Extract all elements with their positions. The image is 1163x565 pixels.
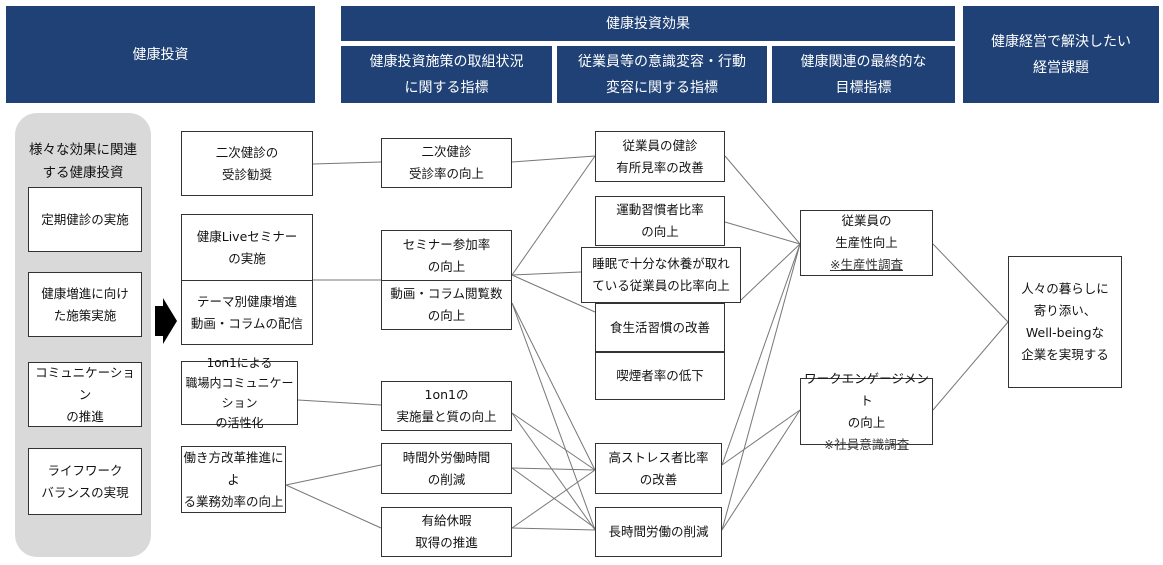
panel-item-communication: コミュニケーション の推進 (28, 362, 142, 427)
header-investment: 健康投資 (6, 6, 315, 103)
connector (285, 484, 382, 529)
header-effect-sub3: 健康関連の最終的な 目標指標 (772, 46, 955, 103)
connector (285, 464, 382, 486)
connector (511, 274, 596, 313)
connector (511, 412, 596, 531)
behavior-sleep-rest: 睡眠で十分な休養が取れ ている従業員の比率向上 (581, 247, 741, 303)
investment-secondary-checkup: 二次健診の 受診勧奨 (181, 131, 313, 196)
connector (721, 409, 801, 531)
connector (511, 469, 596, 529)
behavior-diet: 食生活習慣の改善 (595, 303, 725, 352)
header-effect-sub2: 従業員等の意識変容・行動 変容に関する指標 (557, 46, 767, 103)
outcome-engagement-label: ワークエンゲージメント の向上 (804, 370, 929, 430)
connector (932, 243, 1009, 323)
connector (511, 467, 596, 471)
behavior-smoking-rate: 喫煙者率の低下 (595, 352, 725, 400)
investment-live-seminar: 健康Liveセミナー の実施 (181, 214, 313, 280)
connector (721, 243, 801, 531)
connector (297, 399, 382, 406)
indicator-video-column-views: 動画・コラム閲覧数 の向上 (381, 280, 512, 330)
behavior-high-stress: 高ストレス者比率 の改善 (595, 443, 722, 494)
connector (511, 155, 596, 276)
header-effect: 健康投資効果 (341, 6, 955, 41)
connector (511, 302, 596, 471)
panel-item-work-life-balance: ライフワーク バランスの実現 (28, 448, 142, 515)
connector (724, 221, 801, 245)
connector (511, 155, 596, 163)
connector (724, 155, 801, 245)
investment-work-style: 働き方改革推進によ る業務効率の向上 (181, 446, 286, 513)
connector (511, 271, 582, 276)
connector (511, 302, 596, 531)
indicator-1on1-quality: 1on1の 実施量と質の向上 (381, 381, 512, 431)
header-issue: 健康経営で解決したい 経営課題 (963, 6, 1159, 103)
behavior-checkup-findings: 従業員の健診 有所見率の改善 (595, 131, 725, 182)
connector (721, 243, 801, 466)
panel-item-checkup: 定期健診の実施 (28, 187, 142, 252)
indicator-overtime-reduction: 時間外労働時間 の削減 (381, 443, 512, 494)
indicator-seminar-participation: セミナー参加率 の向上 (381, 230, 512, 281)
outcome-productivity-label: 従業員の 生産性向上 (835, 213, 898, 250)
outcome-engagement: ワークエンゲージメント の向上 ※社員意識調査 (800, 371, 933, 452)
connector (511, 412, 596, 471)
connector (721, 409, 801, 466)
behavior-exercise-habit: 運動習慣者比率 の向上 (595, 196, 725, 246)
arrow-right-icon (155, 298, 177, 344)
connector (312, 161, 382, 165)
productivity-survey-link[interactable]: ※生産性調査 (830, 257, 903, 272)
outcome-productivity: 従業員の 生産性向上 ※生産性調査 (800, 210, 933, 276)
behavior-long-hours: 長時間労働の削減 (595, 507, 722, 557)
header-effect-sub1: 健康投資施策の取組状況 に関する指標 (341, 46, 552, 103)
connector (740, 243, 801, 301)
panel-item-health-promotion: 健康増進に向け た施策実施 (28, 272, 142, 337)
connector (932, 321, 1009, 411)
panel-title: 様々な効果に関連 する健康投資 (29, 142, 137, 181)
connector (511, 467, 596, 529)
connector (511, 527, 596, 531)
employee-survey-link[interactable]: ※社員意識調査 (823, 436, 910, 452)
investment-1on1: 1on1による 職場内コミュニケーション の活性化 (181, 356, 298, 430)
indicator-paid-leave: 有給休暇 取得の推進 (381, 507, 512, 557)
final-goal: 人々の暮らしに 寄り添い、 Well-beingな 企業を実現する (1008, 256, 1122, 388)
investment-video-column: テーマ別健康増進 動画・コラムの配信 (181, 280, 313, 345)
indicator-secondary-checkup-rate: 二次健診 受診率の向上 (381, 138, 512, 188)
